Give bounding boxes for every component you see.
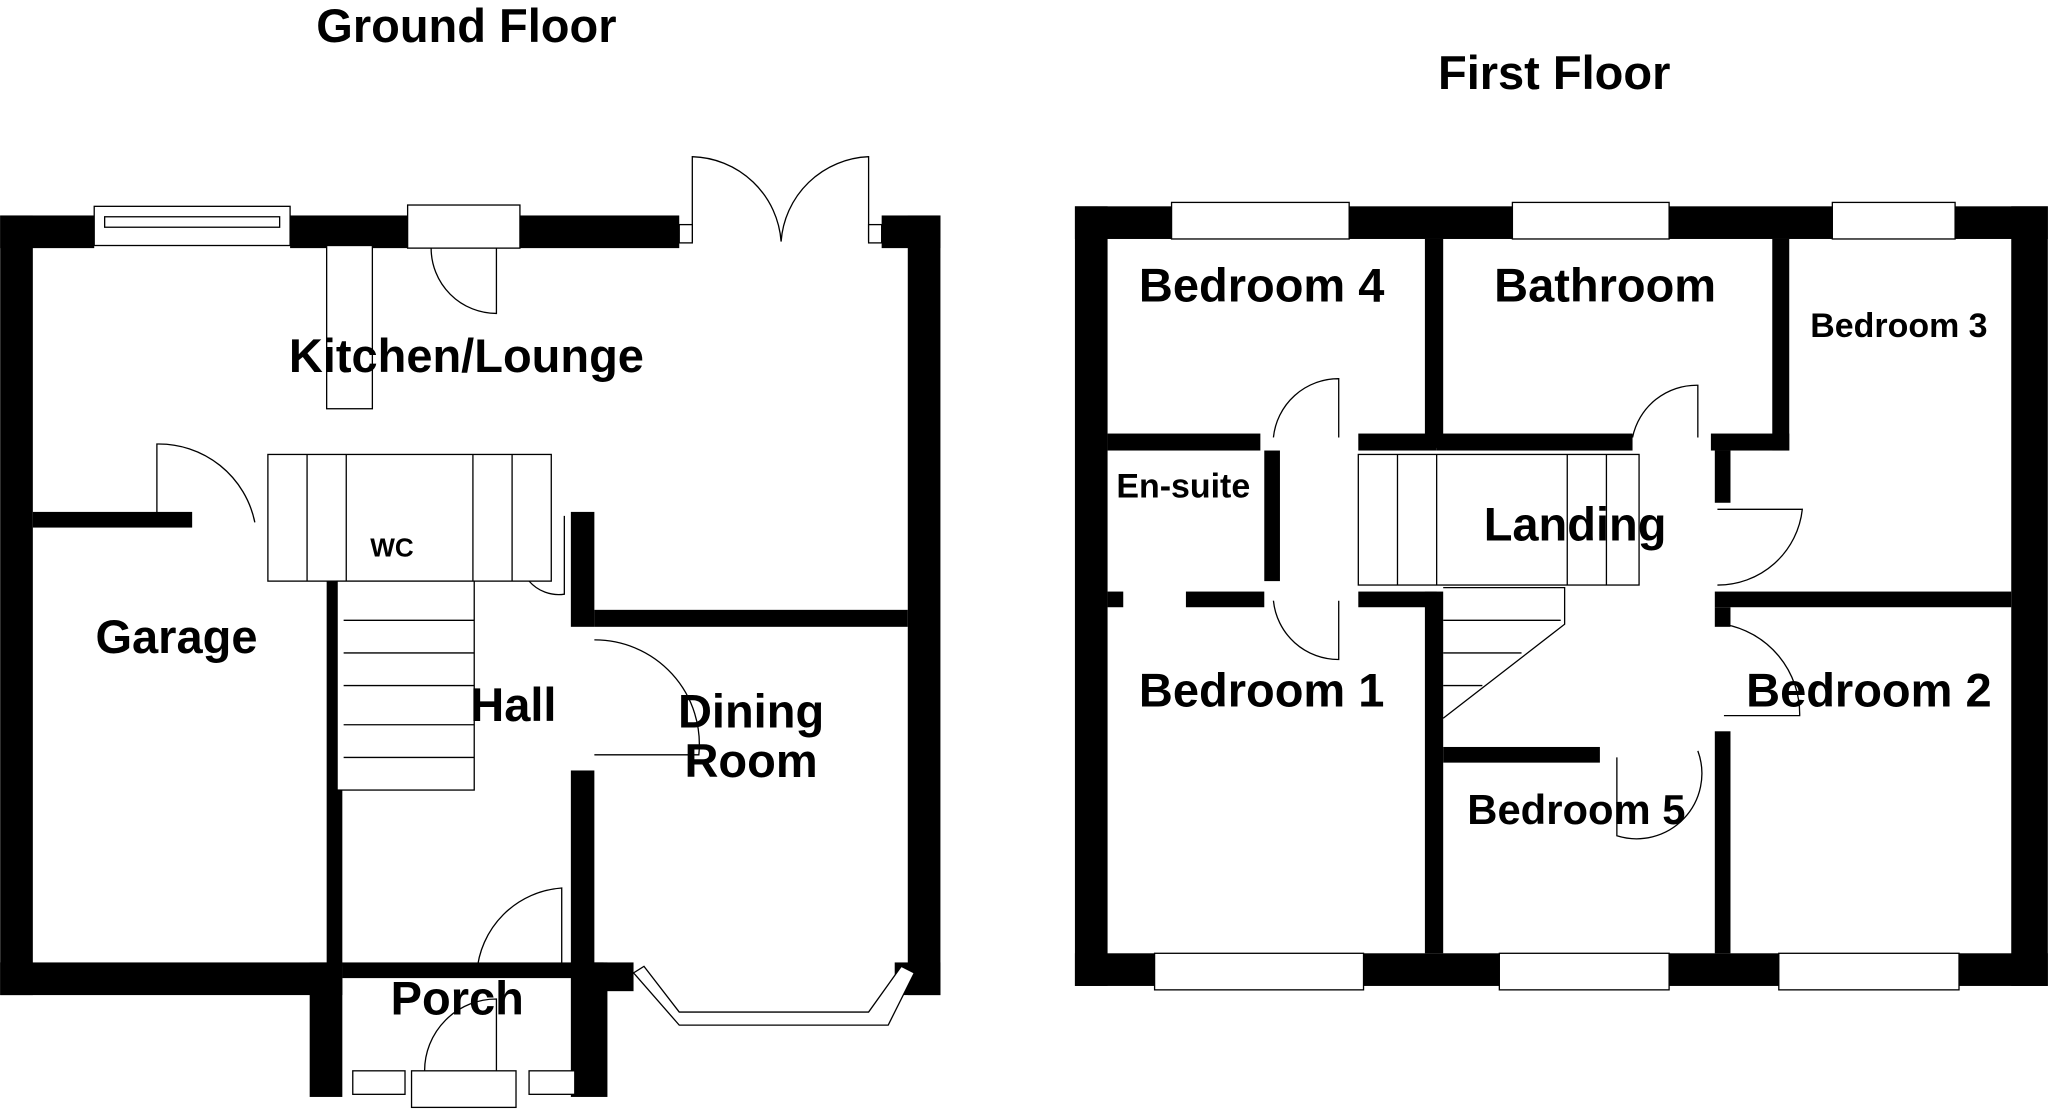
room-label-dining-room-1: Dining bbox=[678, 684, 824, 737]
room-label-bedroom-3: Bedroom 3 bbox=[1810, 307, 1987, 345]
porch-door-swing bbox=[476, 887, 563, 973]
room-label-bedroom-1: Bedroom 1 bbox=[1139, 663, 1385, 716]
wc-door-swing bbox=[528, 515, 565, 596]
room-label-hall: Hall bbox=[470, 678, 556, 731]
room-label-wc: WC bbox=[370, 532, 414, 562]
winder-stairs bbox=[1442, 586, 1566, 719]
room-label-ensuite: En-suite bbox=[1116, 468, 1250, 506]
room-label-landing: Landing bbox=[1484, 498, 1667, 551]
garage-door-swing bbox=[156, 443, 256, 523]
first-floor-title: First Floor bbox=[1438, 46, 1670, 99]
ground-floor-windows bbox=[93, 156, 916, 1109]
room-label-porch: Porch bbox=[391, 972, 524, 1025]
ground-floor-walls bbox=[0, 215, 941, 1097]
room-label-garage: Garage bbox=[95, 610, 257, 663]
back-door-swing bbox=[430, 248, 498, 315]
front-door-frame bbox=[410, 1070, 517, 1109]
wc-and-stairs bbox=[156, 443, 700, 791]
room-label-bedroom-5: Bedroom 5 bbox=[1467, 786, 1685, 833]
first-floor-plan: First Floor bbox=[1074, 46, 2048, 991]
room-label-kitchen-lounge: Kitchen/Lounge bbox=[289, 329, 644, 382]
dining-door-swing bbox=[594, 639, 700, 756]
ground-floor-plan: Ground Floor bbox=[0, 0, 941, 1109]
french-doors bbox=[691, 156, 870, 242]
room-label-dining-room-2: Room bbox=[684, 734, 817, 787]
ground-floor-title: Ground Floor bbox=[316, 0, 616, 52]
flue bbox=[326, 244, 374, 410]
room-label-bedroom-2: Bedroom 2 bbox=[1746, 663, 1992, 716]
room-label-bathroom: Bathroom bbox=[1494, 259, 1716, 312]
first-floor-windows-doors bbox=[1153, 201, 1960, 991]
room-label-bedroom-4: Bedroom 4 bbox=[1139, 259, 1385, 312]
back-door-frame bbox=[406, 204, 521, 249]
front-door-swing bbox=[423, 998, 498, 1071]
bay-window bbox=[632, 965, 916, 1026]
